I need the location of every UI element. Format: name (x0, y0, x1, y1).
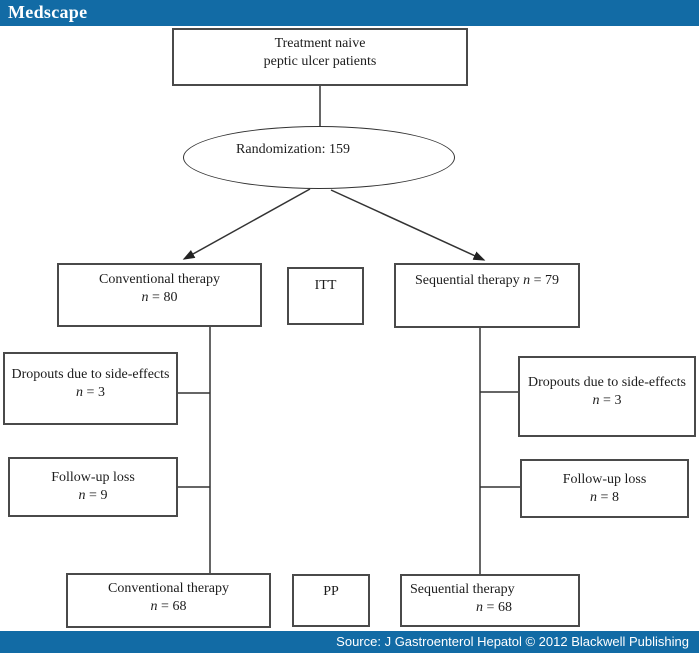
box-n-value: n = 3 (76, 384, 105, 400)
arrow-randomization-to-sequential (330, 189, 486, 261)
flow-box-sequential-n79: Sequential therapy n = 79 (394, 263, 580, 328)
box-n-value: n = 68 (476, 599, 512, 615)
box-line: peptic ulcer patients (263, 53, 377, 69)
flow-box-followup-left: Follow-up loss n = 9 (8, 457, 178, 517)
flow-box-itt: ITT (287, 267, 364, 325)
box-n-value: n = 68 (150, 598, 187, 614)
flow-box-sequential-n68: Sequential therapy n = 68 (400, 574, 580, 627)
flow-box-dropouts-right: Dropouts due to side-effects n = 3 (518, 356, 696, 437)
flow-box-pp: PP (292, 574, 370, 627)
box-title: Follow-up loss (51, 470, 135, 485)
box-title: Conventional therapy (108, 581, 229, 596)
flow-box-conventional-n80: Conventional therapy n = 80 (57, 263, 262, 327)
flow-box-conventional-n68: Conventional therapy n = 68 (66, 573, 271, 628)
footer-bar: Source: J Gastroenterol Hepatol © 2012 B… (0, 631, 699, 653)
box-title: Sequential therapy (410, 582, 515, 597)
box-title: Follow-up loss (562, 472, 647, 487)
header-bar: Medscape (0, 0, 699, 26)
flow-box-dropouts-left: Dropouts due to side-effects n = 3 (3, 352, 178, 425)
flow-ellipse-randomization: Randomization: 159 (183, 126, 455, 189)
medscape-logo: Medscape (8, 2, 88, 22)
box-title: Dropouts due to side-effects (528, 375, 686, 390)
arrow-randomization-to-conventional (182, 188, 311, 260)
box-n-value: n = 9 (78, 487, 108, 503)
box-title: Dropouts due to side-effects (11, 367, 170, 382)
box-n-value: n = 3 (592, 392, 622, 408)
box-n-value: n = 80 (141, 289, 178, 305)
itt-label: ITT (314, 278, 337, 293)
flow-box-followup-right: Follow-up loss n = 8 (520, 459, 689, 518)
box-title: Sequential therapy n = 79 (415, 273, 559, 288)
flow-box-treatment-naive: Treatment naive peptic ulcer patients (172, 28, 468, 86)
source-attribution: Source: J Gastroenterol Hepatol © 2012 B… (336, 634, 689, 649)
randomization-label: Randomization: 159 (236, 142, 350, 157)
box-title: Conventional therapy (99, 272, 220, 287)
box-line: Treatment naive (274, 36, 366, 51)
box-n-value: n = 8 (590, 489, 619, 505)
pp-label: PP (323, 584, 339, 599)
